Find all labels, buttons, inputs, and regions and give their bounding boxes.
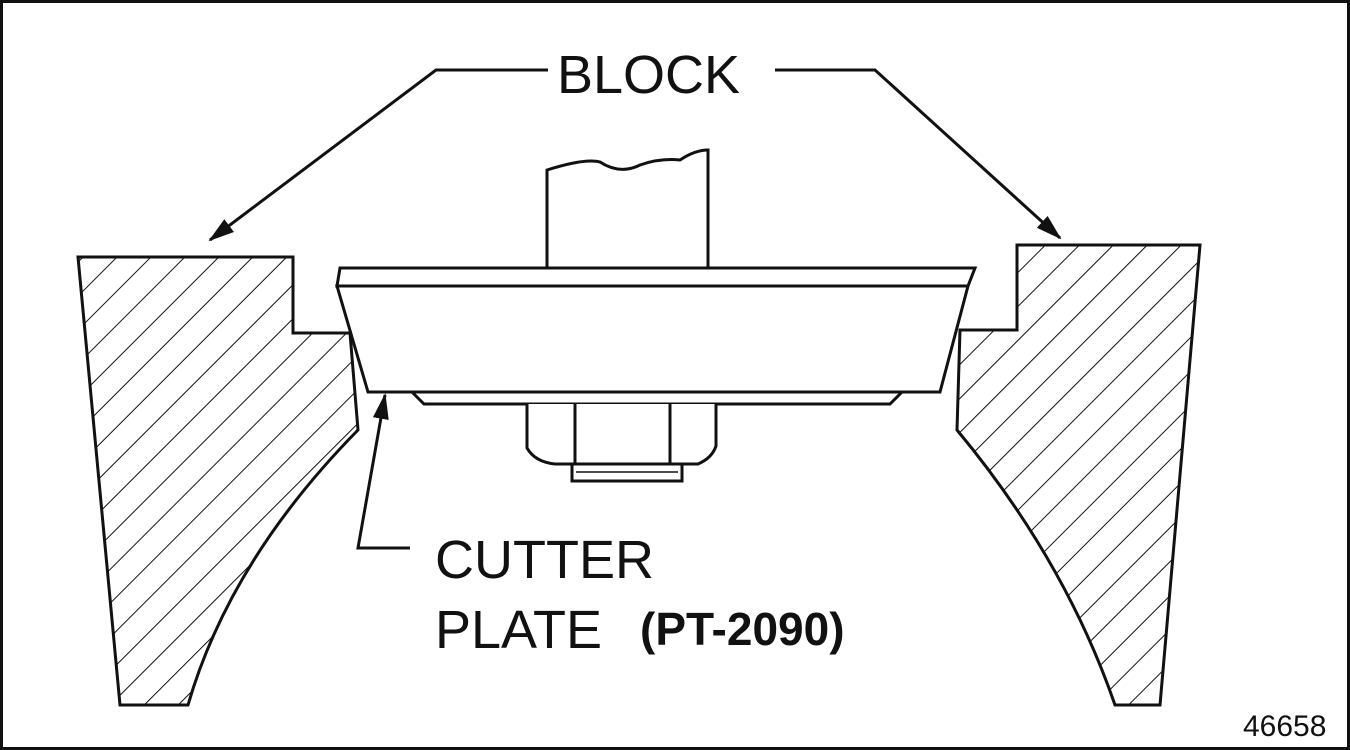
cutter-plate-leader bbox=[356, 393, 410, 550]
cutter-label-line2: PLATE bbox=[435, 600, 602, 660]
cutter-plate-top-lip bbox=[335, 266, 978, 288]
washer bbox=[408, 390, 906, 406]
cutter-label-line1: CUTTER bbox=[435, 530, 654, 590]
block-label: BLOCK bbox=[557, 45, 740, 105]
left-block-section bbox=[76, 255, 360, 707]
block-leader-right bbox=[775, 68, 1062, 240]
right-block-section bbox=[955, 243, 1202, 707]
part-number-label: (PT-2090) bbox=[640, 603, 845, 655]
cutter-plate-body bbox=[334, 284, 970, 394]
figure-number: 46658 bbox=[1243, 710, 1326, 743]
block-leader-left bbox=[208, 68, 548, 242]
hex-nut bbox=[525, 404, 718, 466]
shaft bbox=[545, 148, 710, 268]
